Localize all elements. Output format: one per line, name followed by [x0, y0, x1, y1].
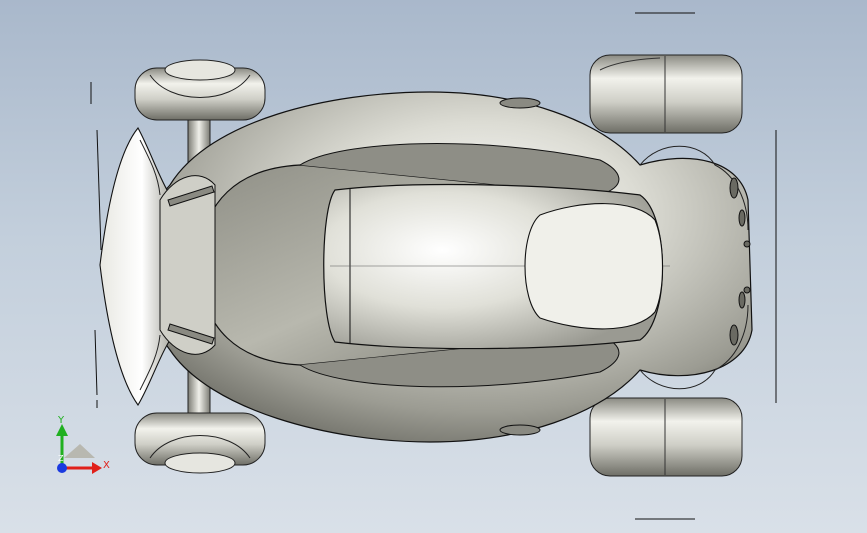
reference-lines [90, 12, 777, 520]
x-axis-label: X [103, 460, 110, 471]
rear-wheel-bottom [589, 397, 743, 477]
y-axis-label: Y [58, 415, 65, 426]
z-axis-label: Z [58, 454, 64, 463]
front-wheel-top [134, 59, 266, 121]
headrest [524, 203, 664, 330]
rear-wheel-top [589, 54, 743, 134]
rear-vents [729, 177, 751, 346]
front-wheel-bottom [134, 412, 266, 474]
axis-triad [56, 424, 102, 474]
side-ducts [167, 97, 541, 436]
z-axis-dot [57, 463, 67, 473]
front-nose [99, 127, 171, 407]
